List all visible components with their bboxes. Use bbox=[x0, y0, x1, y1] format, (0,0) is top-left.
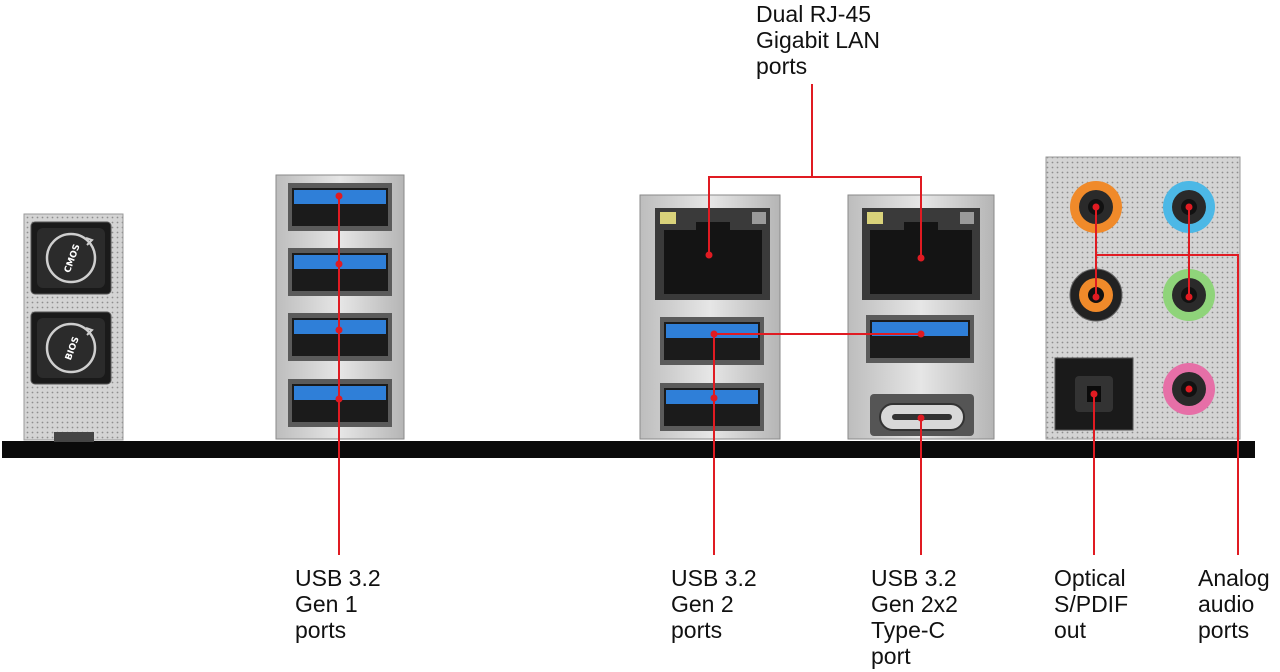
leader-dot bbox=[917, 330, 925, 338]
usb-typec-label: USB 3.2 Gen 2x2 Type-C port bbox=[871, 565, 958, 669]
leader-dot bbox=[1185, 385, 1193, 393]
leader-lines bbox=[338, 84, 1239, 555]
usb-gen2-port[interactable] bbox=[660, 317, 764, 365]
audio-label: Analog audio ports bbox=[1198, 565, 1270, 643]
io-shield-base bbox=[2, 441, 1255, 458]
leader-dot bbox=[917, 254, 925, 262]
flash-bios-button[interactable]: BIOS bbox=[30, 311, 112, 385]
clear-cmos-button[interactable]: CMOS bbox=[30, 221, 112, 295]
leader-dot bbox=[710, 330, 718, 338]
usb-gen1-label: USB 3.2 Gen 1 ports bbox=[295, 565, 381, 643]
rj45-lan-port[interactable] bbox=[655, 208, 770, 300]
leader-dot bbox=[710, 394, 718, 402]
usb-gen2-label: USB 3.2 Gen 2 ports bbox=[671, 565, 757, 643]
leader-dot bbox=[335, 192, 343, 200]
leader-dot bbox=[917, 414, 925, 422]
usb-gen2-port[interactable] bbox=[660, 383, 764, 431]
leader-dot bbox=[705, 251, 713, 259]
leader-dot bbox=[335, 260, 343, 268]
audio-leader-line bbox=[1095, 207, 1239, 555]
usb-gen2-port[interactable] bbox=[866, 315, 974, 363]
leader-dot bbox=[1185, 203, 1193, 211]
leader-dot bbox=[335, 326, 343, 334]
audio-panel bbox=[1045, 156, 1241, 440]
leader-dot bbox=[335, 395, 343, 403]
button-module: CMOS BIOS bbox=[23, 213, 124, 442]
leader-dots bbox=[335, 192, 1193, 422]
leader-dot bbox=[1092, 203, 1100, 211]
leader-dot bbox=[1092, 293, 1100, 301]
leader-dot bbox=[1185, 293, 1193, 301]
lan-label: Dual RJ-45 Gigabit LAN ports bbox=[756, 1, 881, 79]
lan-leader-line bbox=[708, 176, 922, 258]
leader-dot bbox=[1090, 390, 1098, 398]
spdif-label: Optical S/PDIF out bbox=[1054, 565, 1129, 643]
